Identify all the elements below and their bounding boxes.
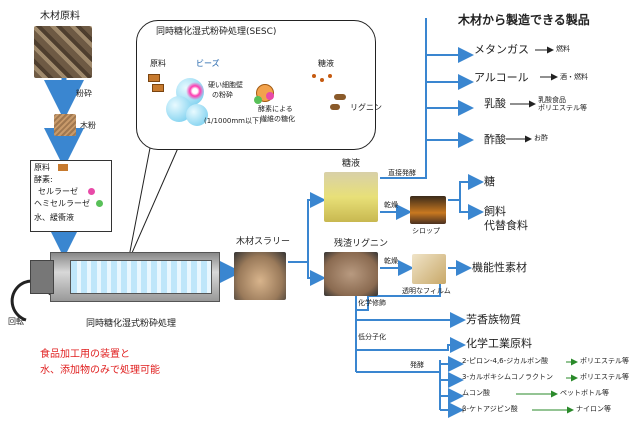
lignin-blob-icon xyxy=(334,94,346,100)
products-title: 木材から製造できる製品 xyxy=(458,13,590,27)
chem-title: 化学工業原料 xyxy=(466,337,532,350)
chem-item-name: 2-ピロン-4,6-ジカルボン酸 xyxy=(462,357,549,365)
chem-item-use: ペットボトル等 xyxy=(560,389,609,397)
note-line2: 水、添加物のみで処理可能 xyxy=(40,365,160,376)
functional-material: 機能性素材 xyxy=(472,261,527,274)
bubble-bead: ビーズ xyxy=(196,59,220,68)
chem-item-name: β-ケトアジピン酸 xyxy=(462,405,518,413)
bead-icon xyxy=(186,104,208,126)
chem-mod-label: 化学修飾 xyxy=(358,299,386,307)
wood-powder-photo xyxy=(54,114,76,136)
sugar-dot-icon xyxy=(320,78,324,82)
impact-burst-icon xyxy=(186,82,204,100)
chem-item-name: ムコン酸 xyxy=(462,389,490,397)
chem-item-use: ポリエステル等 xyxy=(580,357,629,365)
bubble-sugar: 糖液 xyxy=(318,59,334,68)
syrup-photo xyxy=(410,196,446,224)
bubble-enzyme-2: 繊維の糖化 xyxy=(260,115,295,123)
aromatic: 芳香族物質 xyxy=(466,313,521,326)
note-line1: 食品加工用の装置と xyxy=(40,349,130,360)
chem-item-name: 3-カルボキシムコノラクトン xyxy=(462,373,553,381)
inputs-box xyxy=(30,160,112,232)
syrup-label: シロップ xyxy=(412,227,440,235)
bubble-raw: 原料 xyxy=(150,59,166,68)
input-raw: 原料 xyxy=(34,163,50,172)
bubble-enzyme-1: 酵素による xyxy=(258,105,293,113)
input-water: 水、緩衝液 xyxy=(34,213,74,222)
chem-item-use: ポリエステル等 xyxy=(580,373,629,381)
sugar-dot-icon xyxy=(328,74,332,78)
product-use: 燃料 xyxy=(556,45,570,53)
slurry-photo xyxy=(234,252,286,300)
sugar-dot-icon xyxy=(312,74,316,78)
rotation-label: 回転 xyxy=(8,317,24,326)
ferment-label: 発酵 xyxy=(410,361,424,369)
input-cellulase: セルラーゼ xyxy=(38,187,78,196)
product-name: メタンガス xyxy=(474,43,529,56)
bubble-title: 同時糖化湿式粉砕処理(SESC) xyxy=(156,27,277,37)
bubble-crush-2: の粉砕 xyxy=(212,91,233,99)
raw-chip-icon xyxy=(148,74,160,82)
product-name: アルコール xyxy=(474,71,529,84)
product-use: お酢 xyxy=(534,134,548,142)
film-label: 透明なフィルム xyxy=(402,287,451,295)
wood-powder-label: 木粉 xyxy=(80,121,96,130)
low-mol-label: 低分子化 xyxy=(358,333,386,341)
raw-chip-icon xyxy=(58,164,68,171)
residue-lignin-label: 残渣リグニン xyxy=(334,239,389,249)
raw-chip-icon xyxy=(152,84,164,92)
crush-label: 粉砕 xyxy=(76,89,92,98)
cellulase-icon xyxy=(88,188,95,195)
chem-item-use: ナイロン等 xyxy=(576,405,611,413)
dry2-label: 乾燥 xyxy=(384,257,398,265)
product-name: 酢酸 xyxy=(484,133,506,146)
raw-material-label: 木材原料 xyxy=(40,11,80,22)
dry1-label: 乾燥 xyxy=(384,201,398,209)
machine-label: 同時糖化湿式粉砕処理 xyxy=(86,319,177,329)
wood-logs-photo xyxy=(34,26,92,78)
residue-lignin-photo xyxy=(324,252,378,296)
input-enzyme: 酵素: xyxy=(34,175,53,184)
bubble-crush-3: (1/1000mm以下) xyxy=(204,117,262,125)
enzyme-icon xyxy=(254,96,262,104)
feed-line2: 代替食料 xyxy=(484,219,528,232)
bubble-crush-1: 硬い細胞壁 xyxy=(208,81,243,89)
product-name: 乳酸 xyxy=(484,97,506,110)
sugar-liquid-label: 糖液 xyxy=(342,159,361,169)
direct-ferment-label: 直接発酵 xyxy=(388,169,416,177)
sesc-bubble xyxy=(136,20,376,150)
bubble-lignin: リグニン xyxy=(350,103,382,112)
sugar-product: 糖 xyxy=(484,175,495,188)
sugar-liquid-photo xyxy=(324,172,378,222)
mill-motor xyxy=(30,260,54,294)
feed-line1: 飼料 xyxy=(484,205,506,218)
mill-chamber xyxy=(70,260,212,294)
slurry-label: 木材スラリー xyxy=(236,237,291,247)
product-use: 乳酸食品 ポリエステル等 xyxy=(538,96,587,113)
product-use: 酒・燃料 xyxy=(560,73,588,81)
lignin-blob-icon xyxy=(330,104,340,110)
film-photo xyxy=(412,254,446,284)
hemicellulase-icon xyxy=(96,200,103,207)
enzyme-icon xyxy=(266,92,274,100)
input-hemicellulase: ヘミセルラーゼ xyxy=(34,199,90,208)
